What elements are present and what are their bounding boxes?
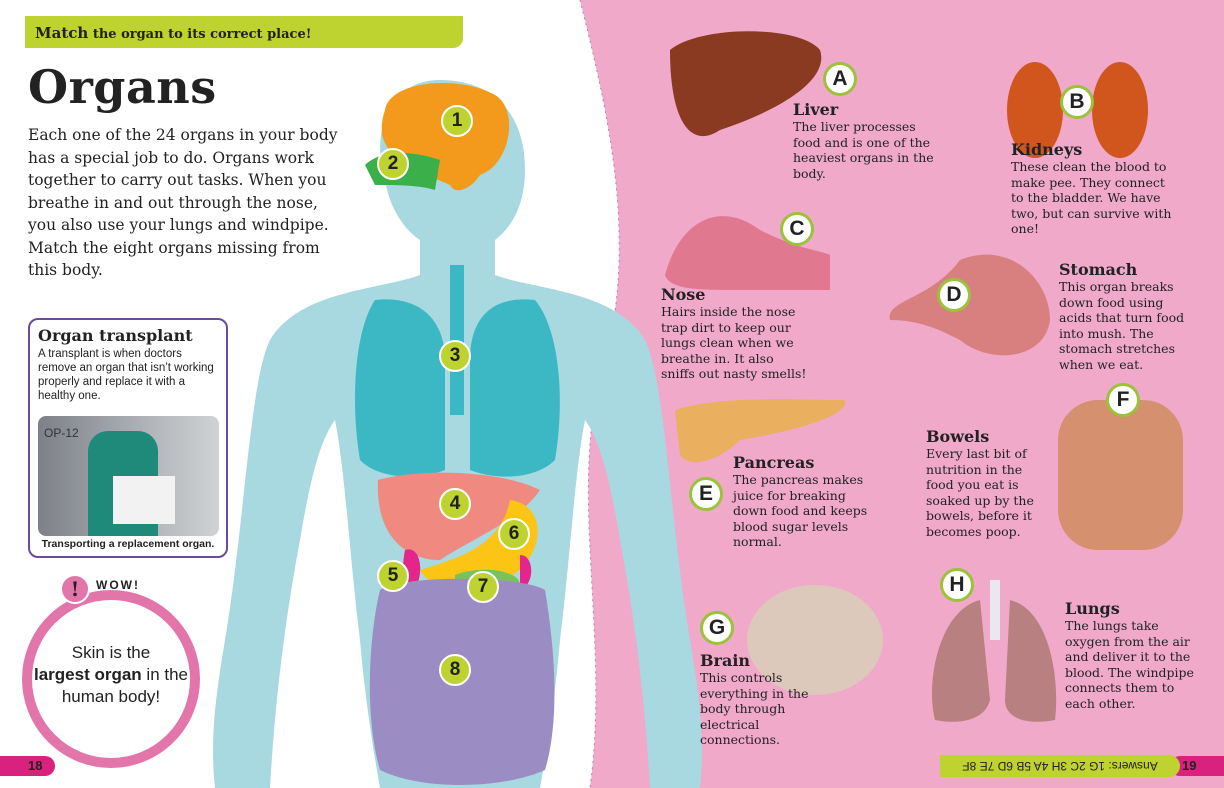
body-silhouette (213, 80, 702, 788)
letter-marker-b[interactable]: B (1060, 85, 1094, 119)
number-marker-3[interactable]: 3 (439, 340, 471, 372)
banner-text: the organ to its correct place! (88, 27, 312, 42)
exclamation-icon: ! (60, 574, 90, 604)
answers-upside-down: Answers: 1G 2C 3H 4A 5B 6D 7E 8F (940, 755, 1180, 777)
page-number-left: 18 (0, 756, 55, 776)
lungs-shape (355, 299, 560, 477)
organ-cooler-box (113, 476, 175, 524)
page-title: Organs (28, 60, 217, 114)
number-marker-6[interactable]: 6 (498, 518, 530, 550)
wow-text: Skin is the largest organ in the human b… (33, 643, 188, 706)
brain-image (747, 585, 883, 695)
intro-text: Each one of the 24 organs in your body h… (28, 126, 338, 279)
transplant-title: Organ transplant (38, 326, 193, 345)
letter-marker-e[interactable]: E (689, 477, 723, 511)
stomach-image (889, 254, 1050, 356)
photo-sign: OP-12 (44, 426, 79, 440)
kidneys-image (1007, 62, 1063, 158)
number-marker-7[interactable]: 7 (467, 571, 499, 603)
transplant-box: Organ transplant A transplant is when do… (28, 318, 228, 558)
number-marker-2[interactable]: 2 (377, 148, 409, 180)
number-marker-8[interactable]: 8 (439, 654, 471, 686)
letter-marker-c[interactable]: C (780, 212, 814, 246)
number-marker-1[interactable]: 1 (441, 105, 473, 137)
wow-fact-circle: Skin is the largest organ in the human b… (22, 590, 200, 768)
instruction-banner: Match the organ to its correct place! (25, 16, 463, 48)
transplant-photo: OP-12 (38, 416, 219, 536)
letter-marker-a[interactable]: A (823, 62, 857, 96)
page-number-right: 19 (1170, 756, 1224, 776)
banner-strong: Match (35, 24, 89, 42)
pancreas-image (675, 399, 846, 463)
letter-marker-f[interactable]: F (1106, 383, 1140, 417)
transplant-text: A transplant is when doctors remove an o… (38, 348, 214, 402)
photo-caption: Transporting a replacement organ. (41, 538, 215, 550)
number-marker-5[interactable]: 5 (377, 560, 409, 592)
lungs-image (932, 600, 1057, 722)
letter-marker-h[interactable]: H (940, 568, 974, 602)
letter-marker-g[interactable]: G (700, 611, 734, 645)
letter-marker-d[interactable]: D (937, 278, 971, 312)
number-marker-4[interactable]: 4 (439, 488, 471, 520)
bowels-image (1058, 400, 1183, 550)
nose-image (665, 216, 830, 290)
liver-image (670, 31, 822, 137)
wow-label: WOW! (96, 578, 140, 592)
